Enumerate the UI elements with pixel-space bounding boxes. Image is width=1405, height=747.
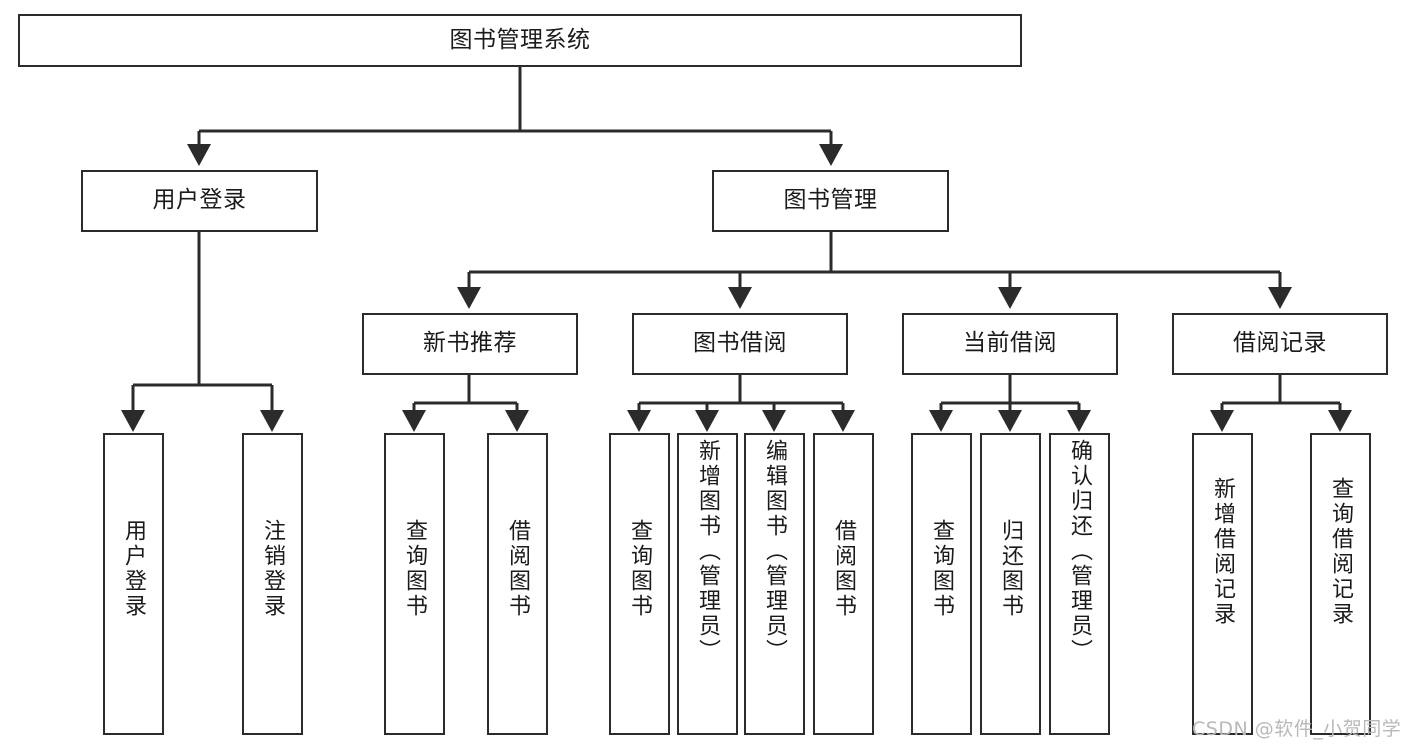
node-label: 用户登录	[121, 519, 147, 619]
node-label: 图书管理系统	[449, 26, 591, 53]
leaf-borrow-edit-book-admin[interactable]: 编辑图书（管理员）	[744, 433, 805, 735]
leaf-record-add-record[interactable]: 新增借阅记录	[1192, 433, 1253, 735]
node-label: 确认归还（管理员）	[1067, 439, 1093, 664]
leaf-current-confirm-return-admin[interactable]: 确认归还（管理员）	[1049, 433, 1110, 735]
node-root-system[interactable]: 图书管理系统	[18, 14, 1022, 67]
leaf-recommend-query-book[interactable]: 查询图书	[384, 433, 445, 735]
node-label: 借阅图书	[831, 519, 857, 619]
leaf-logout[interactable]: 注销登录	[242, 433, 303, 735]
node-label: 当前借阅	[963, 330, 1057, 357]
csdn-watermark: CSDN @软件_小贺同学	[1192, 718, 1402, 740]
node-label: 用户登录	[152, 187, 247, 214]
node-borrow-record[interactable]: 借阅记录	[1172, 313, 1388, 375]
leaf-record-query-record[interactable]: 查询借阅记录	[1310, 433, 1371, 735]
node-label: 编辑图书（管理员）	[762, 439, 788, 664]
node-book-management[interactable]: 图书管理	[712, 170, 949, 232]
leaf-borrow-borrow-book[interactable]: 借阅图书	[813, 433, 874, 735]
node-label: 查询借阅记录	[1328, 477, 1354, 627]
node-user-login[interactable]: 用户登录	[81, 170, 318, 232]
node-label: 借阅图书	[505, 519, 531, 619]
node-new-book-recommend[interactable]: 新书推荐	[362, 313, 578, 375]
node-current-borrow[interactable]: 当前借阅	[902, 313, 1118, 375]
leaf-borrow-add-book-admin[interactable]: 新增图书（管理员）	[677, 433, 738, 735]
leaf-current-return-book[interactable]: 归还图书	[980, 433, 1041, 735]
leaf-user-login[interactable]: 用户登录	[103, 433, 164, 735]
node-label: 归还图书	[998, 519, 1024, 619]
leaf-borrow-query-book[interactable]: 查询图书	[609, 433, 670, 735]
node-label: 借阅记录	[1233, 330, 1327, 357]
leaf-current-query-book[interactable]: 查询图书	[911, 433, 972, 735]
node-label: 图书管理	[783, 187, 878, 214]
node-label: 新增借阅记录	[1210, 477, 1236, 627]
node-label: 查询图书	[627, 519, 653, 619]
node-label: 注销登录	[260, 519, 286, 619]
node-label: 新增图书（管理员）	[695, 439, 721, 664]
leaf-recommend-borrow-book[interactable]: 借阅图书	[487, 433, 548, 735]
node-label: 新书推荐	[423, 330, 517, 357]
node-label: 查询图书	[402, 519, 428, 619]
node-label: 图书借阅	[693, 330, 787, 357]
node-label: 查询图书	[929, 519, 955, 619]
node-book-borrow[interactable]: 图书借阅	[632, 313, 848, 375]
